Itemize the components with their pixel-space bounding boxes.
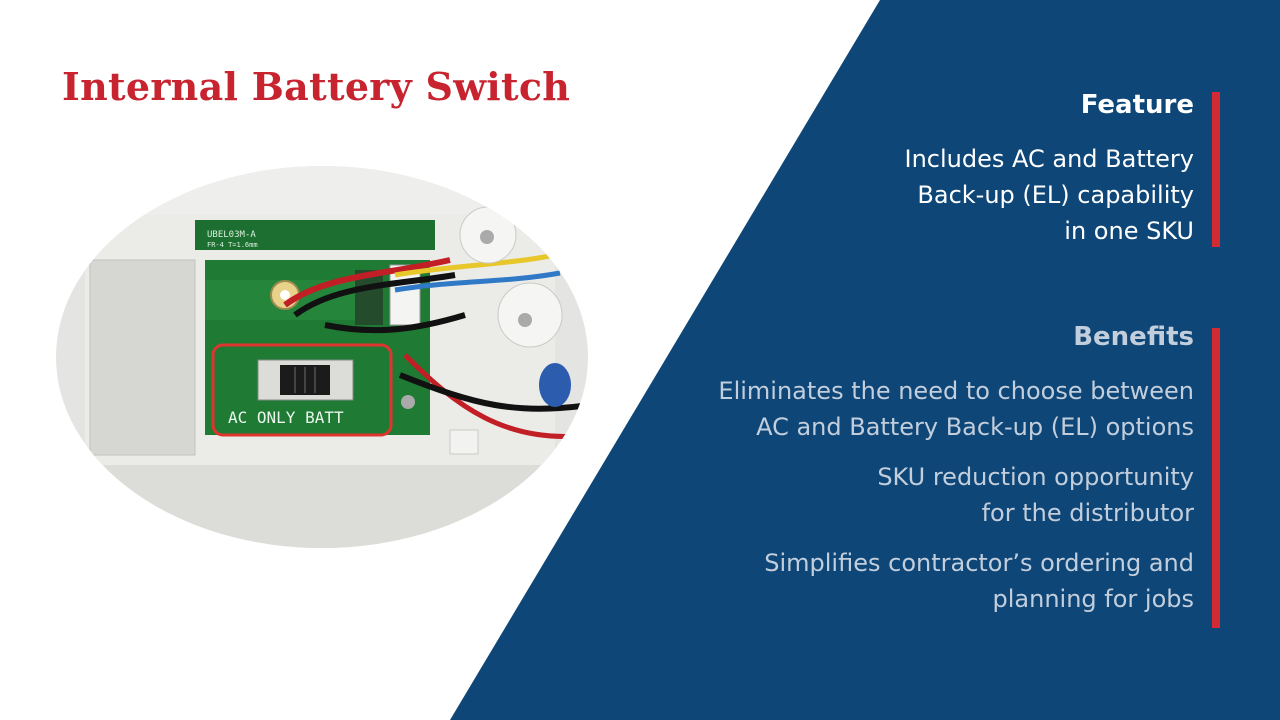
feature-heading: Feature <box>1080 90 1194 120</box>
benefits-heading: Benefits <box>1073 322 1194 352</box>
benefit-item: Simplifies contractor’s ordering and pla… <box>764 549 1194 614</box>
board-code: UBEL03M-A <box>207 230 256 240</box>
benefits-section: Benefits Eliminates the need to choose b… <box>718 322 1194 631</box>
benefits-accent-bar <box>1212 328 1220 628</box>
benefit-item: SKU reduction opportunity for the distri… <box>877 463 1194 528</box>
battery-switch-photo: UBEL03M-A FR-4 T=1.6mm <box>56 166 588 548</box>
switch-label: AC ONLY BATT <box>228 408 344 427</box>
benefit-item: Eliminates the need to choose between AC… <box>718 377 1194 442</box>
feature-text: Includes AC and Battery Back-up (EL) cap… <box>904 145 1195 246</box>
board-code-2: FR-4 T=1.6mm <box>207 241 258 249</box>
slide-title: Internal Battery Switch <box>62 64 571 109</box>
feature-section: Feature Includes AC and Battery Back-up … <box>905 90 1195 249</box>
feature-accent-bar <box>1212 92 1220 247</box>
